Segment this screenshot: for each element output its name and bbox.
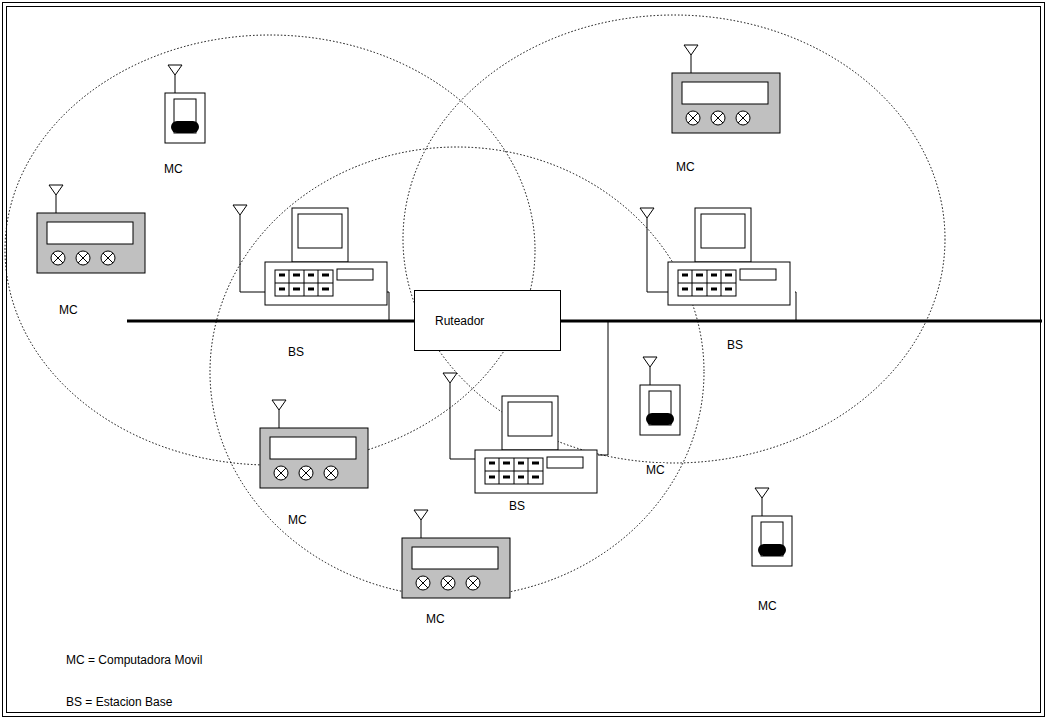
coverage-cells: [5, 15, 945, 597]
device-label: MC: [163, 162, 184, 176]
device-label: MC: [287, 513, 308, 527]
outer-frame: [3, 3, 1045, 717]
legend-note: BS = Estacion Base: [65, 695, 173, 709]
mobile-computers: [37, 45, 792, 598]
legend-note: MC = Computadora Movil: [65, 653, 203, 667]
device-label: MC: [757, 599, 778, 613]
inner-frame: [7, 7, 1041, 713]
router-label: Ruteador: [435, 314, 484, 328]
device-label: BS: [508, 499, 526, 513]
router-box: Ruteador: [414, 290, 561, 351]
device-label: MC: [58, 303, 79, 317]
device-label: MC: [645, 463, 666, 477]
device-label: MC: [425, 612, 446, 626]
device-label: BS: [726, 338, 744, 352]
device-label: BS: [287, 345, 305, 359]
network-bus: [127, 320, 1042, 323]
device-label: MC: [675, 160, 696, 174]
base-stations: [233, 205, 790, 493]
